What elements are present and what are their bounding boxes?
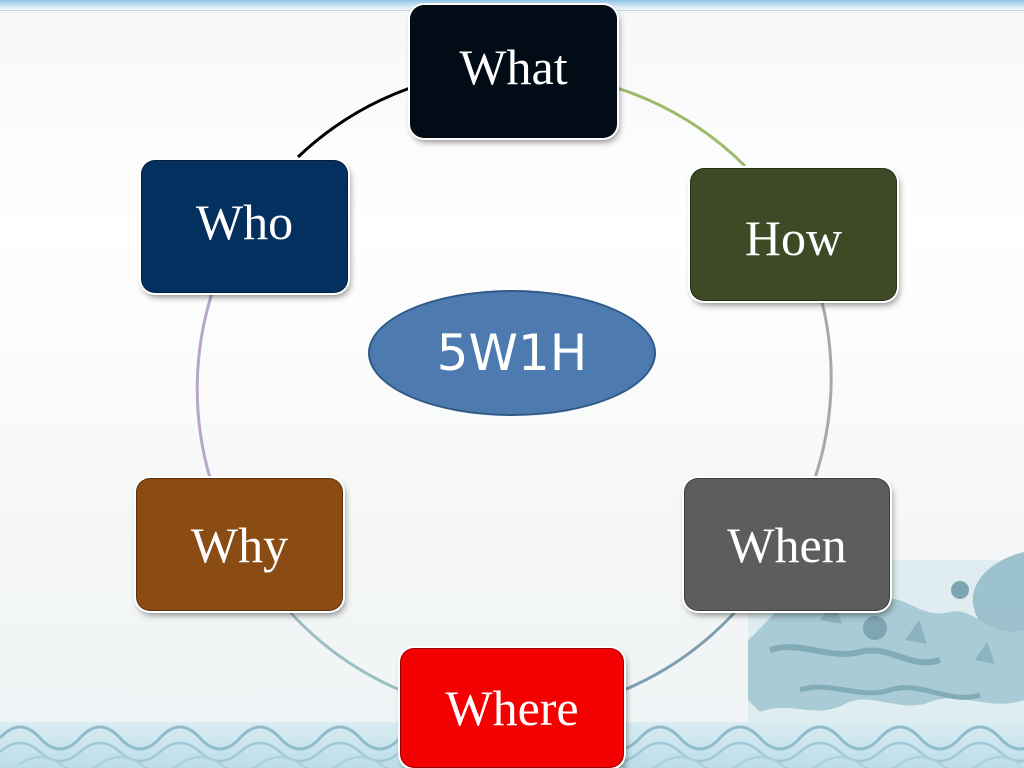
node-where: Where [400, 648, 624, 768]
node-why: Why [136, 478, 343, 611]
node-how-label: How [744, 209, 843, 266]
node-when-label: When [727, 516, 847, 573]
node-where-label: Where [445, 680, 579, 736]
connector-why-who [195, 292, 214, 479]
node-when: When [684, 478, 890, 611]
node-how: How [690, 168, 897, 301]
node-what-label: What [459, 38, 568, 95]
connector-how-when [813, 301, 833, 479]
center-topic: 5W1H [368, 290, 656, 416]
connector-what-who [296, 86, 411, 159]
connector-ring [195, 86, 833, 692]
node-who-label: Who [195, 193, 294, 250]
node-who: Who [141, 160, 348, 293]
node-what: What [410, 5, 617, 138]
center-topic-label: 5W1H [436, 324, 588, 382]
node-why-label: Why [190, 516, 289, 573]
connector-what-how [616, 86, 747, 168]
connector-where-why [288, 610, 401, 692]
connector-when-where [623, 610, 737, 692]
